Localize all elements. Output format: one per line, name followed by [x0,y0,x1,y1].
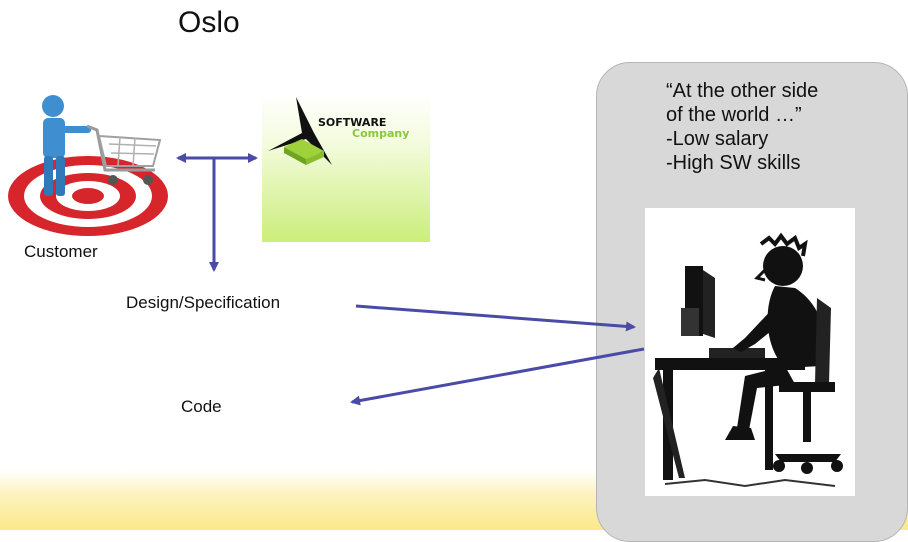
design-specification-label: Design/Specification [126,293,281,312]
code-label: Code [181,397,222,416]
developer-at-desk-icon [645,208,855,496]
company-logo-line1: SOFTWARE [318,116,386,129]
callout-line: -Low salary [666,128,769,150]
callout-line: -High SW skills [666,152,801,174]
page-title: Oslo [178,6,240,39]
design-to-developer-arrow [355,304,636,332]
callout-text: “At the other side of the world …” -Low … [666,79,818,175]
customer-shopping-icon [5,88,171,240]
software-company-logo: SOFTWARE Company [262,93,430,242]
company-logo-line2: Company [352,127,409,140]
callout-line: “At the other side [666,80,819,102]
callout-line: of the world …” [666,104,802,126]
customer-label: Customer [24,242,98,261]
